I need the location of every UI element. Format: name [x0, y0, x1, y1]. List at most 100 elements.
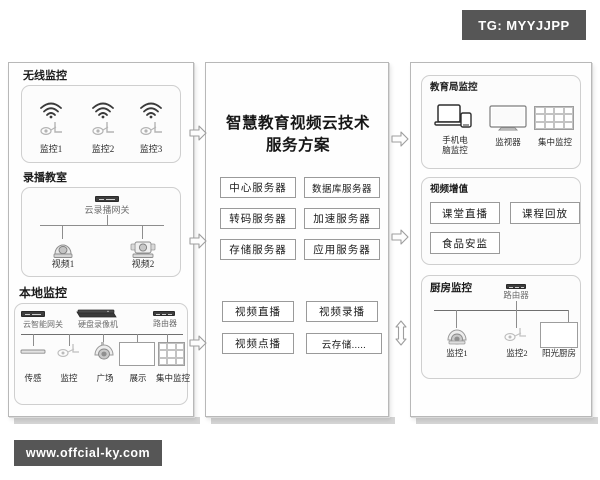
solution-title-line2: 服务方案	[265, 137, 330, 155]
dome-camera-icon-kitchen1	[447, 329, 467, 345]
watermark-bottom: www.offcial-ky.com	[14, 440, 162, 466]
section-title-kitchen: 厨房监控	[430, 282, 472, 294]
section-title-wireless: 无线监控	[23, 70, 67, 82]
line-to-camera	[69, 334, 70, 346]
section-title-education-bureau: 教育局监控	[430, 82, 478, 93]
panel-wireless-monitoring: 监控1 监控2	[21, 85, 181, 163]
node-label-wireless-2: 监控2	[91, 144, 115, 154]
center-column: 智慧教育视频云技术 服务方案 中心服务器 数据库服务器 转码服务器 加速服务器 …	[205, 62, 389, 417]
display-screen-icon-sunshine-kitchen	[540, 322, 578, 348]
service-chip-live[interactable]: 视频直播	[222, 301, 294, 322]
bus-line-kitchen	[434, 310, 568, 311]
column-shadow-right	[416, 417, 598, 424]
arrow-classroom-to-cloud	[189, 233, 207, 249]
wifi-camera-icon-3	[140, 122, 162, 136]
node-label-display: 展示	[129, 373, 147, 383]
node-label-central-monitoring: 集中监控	[155, 373, 190, 383]
sensor-icon	[20, 349, 46, 354]
device-label-nvr: 硬盘录像机	[78, 320, 118, 329]
gateway-label-cloud-recording: 云录播网关	[84, 205, 130, 215]
line-to-videowall	[167, 334, 168, 342]
router-icon-kitchen	[506, 284, 526, 289]
node-label-kitchen-cam1: 监控1	[446, 348, 468, 358]
dome-camera-icon-square	[94, 342, 114, 360]
node-label-kitchen-cam2: 监控2	[506, 348, 528, 358]
value-chip-class-live[interactable]: 课堂直播	[430, 202, 500, 224]
line-router-drop	[516, 301, 517, 310]
gateway-label-router-kitchen: 路由器	[503, 290, 529, 300]
display-screen-icon-local	[119, 342, 155, 366]
wifi-icon-2	[92, 102, 114, 119]
arrow-cloud-to-valueadd	[391, 229, 409, 245]
watermark-top: TG: MYYJJPP	[462, 10, 586, 40]
value-chip-food-safety[interactable]: 食品安监	[430, 232, 500, 254]
line-to-sensor	[33, 334, 34, 346]
arrow-wireless-to-cloud	[189, 125, 207, 141]
bullet-camera-icon-kitchen2	[504, 328, 526, 341]
wifi-icon-3	[140, 102, 162, 119]
section-title-local-monitoring: 本地监控	[19, 286, 68, 300]
server-chip-transcode[interactable]: 转码服务器	[220, 208, 296, 229]
node-label-phone-laptop-line1: 手机电	[442, 135, 468, 145]
section-title-recording-classroom: 录播教室	[23, 172, 67, 184]
server-chip-acceleration[interactable]: 加速服务器	[304, 208, 380, 229]
bus-line-classroom	[40, 225, 164, 226]
node-label-phone-laptop-line2: 脑监控	[442, 144, 468, 155]
server-chip-center[interactable]: 中心服务器	[220, 177, 296, 198]
solution-title-line1: 智慧教育视频云技术	[225, 115, 370, 132]
arrow-cloud-kitchen-bidirectional	[395, 320, 407, 346]
ptz-camera-icon-video2	[130, 241, 156, 258]
service-chip-cloudstorage[interactable]: 云存储.....	[306, 333, 382, 354]
cloud-recording-gateway-icon	[95, 196, 119, 202]
phone-laptop-icon	[434, 104, 472, 128]
section-title-video-value-added: 视频增值	[430, 184, 469, 195]
line-to-kitchen-cam1	[456, 310, 457, 328]
line-gateway-drop	[107, 215, 108, 225]
arrow-cloud-to-bureau	[391, 131, 409, 147]
server-chip-application[interactable]: 应用服务器	[304, 239, 380, 260]
video-wall-icon-local	[158, 342, 185, 366]
line-to-kitchen-cam2	[516, 310, 517, 328]
service-chip-recording[interactable]: 视频录播	[306, 301, 378, 322]
node-label-wireless-1: 监控1	[39, 144, 63, 154]
nvr-icon	[76, 309, 117, 318]
bullet-camera-icon-local	[57, 344, 79, 357]
video-wall-icon-bureau	[534, 106, 574, 130]
server-chip-storage[interactable]: 存储服务器	[220, 239, 296, 260]
line-to-video2	[142, 225, 143, 239]
wifi-icon-1	[40, 102, 62, 119]
device-label-cloud-gateway: 云智能网关	[23, 320, 63, 329]
wifi-camera-icon-2	[92, 122, 114, 136]
bus-line-local	[21, 334, 183, 335]
left-column: 无线监控 监控1	[8, 62, 194, 417]
node-label-monitor: 监视器	[495, 137, 521, 147]
monitor-icon	[489, 105, 527, 131]
node-label-square: 广场	[96, 373, 114, 383]
node-label-camera: 监控	[60, 373, 78, 383]
line-to-square	[103, 334, 104, 344]
solution-title: 智慧教育视频云技术 服务方案	[216, 113, 380, 158]
arrow-local-to-cloud	[189, 335, 207, 351]
value-chip-course-replay[interactable]: 课程回放	[510, 202, 580, 224]
panel-video-value-added: 视频增值 课堂直播 课程回放 食品安监	[421, 177, 581, 265]
wifi-camera-icon-1	[40, 122, 62, 136]
right-column: 教育局监控 手机电 脑监控 监视器	[410, 62, 592, 417]
service-chip-ondemand[interactable]: 视频点播	[222, 333, 294, 354]
server-chip-database[interactable]: 数据库服务器	[304, 177, 380, 198]
panel-local-monitoring: 云智能网关 硬盘录像机 路由器 传	[14, 303, 190, 405]
panel-kitchen-monitoring: 厨房监控 路由器 监控1	[421, 275, 581, 379]
line-to-display	[137, 334, 138, 342]
node-label-video1: 视频1	[51, 259, 75, 269]
router-icon-local	[153, 311, 175, 316]
node-label-videowall-bureau: 集中监控	[537, 137, 572, 147]
device-label-router: 路由器	[153, 319, 177, 328]
column-shadow-center	[211, 417, 395, 424]
gateway-icon-local	[21, 311, 45, 317]
dome-camera-icon-video1	[53, 244, 73, 258]
node-label-wireless-3: 监控3	[139, 144, 163, 154]
column-shadow-left	[14, 417, 200, 424]
panel-recording-classroom: 云录播网关 视频1 视频2	[21, 187, 181, 277]
line-to-sunshine-kitchen	[568, 310, 569, 324]
node-label-phone-laptop: 手机电 脑监控	[428, 135, 482, 156]
